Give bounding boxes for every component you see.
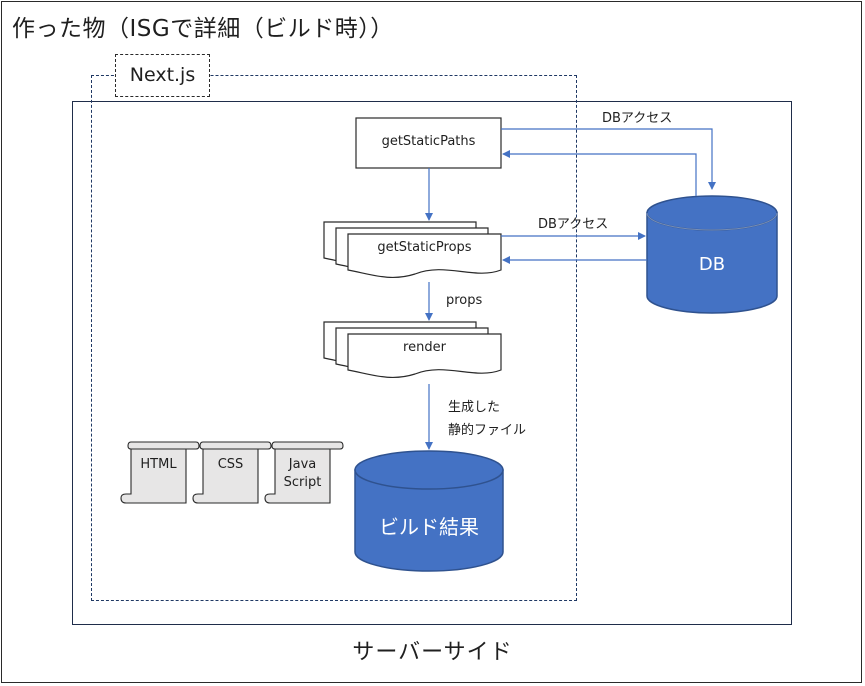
- html-file-scroll: [120, 441, 200, 504]
- generated-files-label-line1: 生成した: [448, 400, 501, 415]
- render-stack: [323, 321, 502, 379]
- getstaticprops-label: getStaticProps: [377, 240, 472, 255]
- getstaticpaths-label: getStaticPaths: [381, 134, 476, 149]
- getstaticpaths-box: [355, 117, 502, 169]
- nextjs-label: Next.js: [115, 54, 210, 97]
- db-access-label-2: DBアクセス: [538, 217, 609, 232]
- javascript-file-scroll: [264, 441, 344, 504]
- server-side-label: サーバーサイド: [352, 640, 513, 665]
- arrow-paths-to-db: [501, 128, 716, 190]
- db-access-label-1: DBアクセス: [602, 111, 673, 126]
- build-result-label: ビルド結果: [379, 515, 479, 539]
- db-cylinder: [646, 195, 778, 314]
- db-label: DB: [698, 254, 726, 275]
- css-file-scroll: [192, 441, 272, 504]
- html-file-label: HTML: [140, 457, 177, 472]
- nextjs-container: [91, 75, 577, 601]
- generated-files-label-line2: 静的ファイル: [448, 423, 527, 438]
- server-side-container: [72, 101, 792, 625]
- build-result-cylinder: [354, 450, 504, 572]
- props-label: props: [446, 293, 483, 308]
- getstaticprops-stack: [323, 221, 502, 279]
- css-file-label: CSS: [217, 457, 244, 472]
- diagram-title: 作った物（ISGで詳細（ビルド時））: [12, 16, 394, 42]
- arrow-db-to-paths: [502, 150, 697, 196]
- render-label: render: [403, 340, 446, 355]
